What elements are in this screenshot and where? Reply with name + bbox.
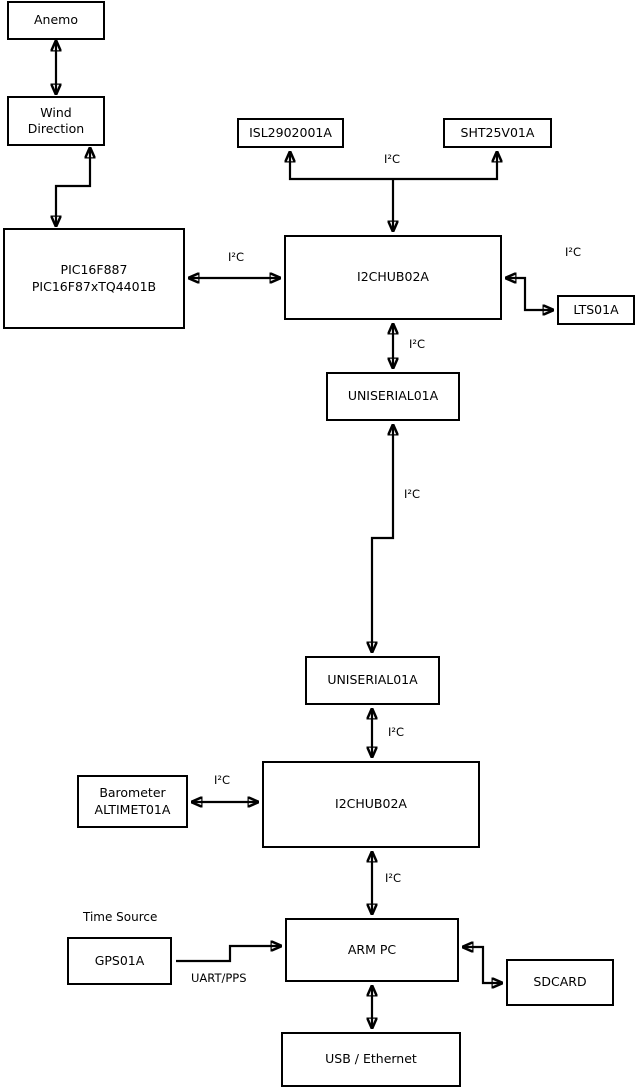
node-lts01a[interactable]: LTS01A — [557, 295, 635, 325]
node-uniserial01a-bottom[interactable]: UNISERIAL01A — [305, 656, 440, 705]
node-sdcard[interactable]: SDCARD — [506, 959, 614, 1006]
node-barometer-altimet01a[interactable]: Barometer ALTIMET01A — [77, 775, 188, 828]
node-pic-microcontroller[interactable]: PIC16F887 PIC16F87xTQ4401B — [3, 228, 185, 329]
node-anemo[interactable]: Anemo — [7, 1, 105, 40]
edge-label-gps-to-armpc: UART/PPS — [191, 971, 247, 985]
edge-label-pic-to-hub: I²C — [228, 250, 245, 264]
wire-uniserial-link — [372, 425, 393, 652]
edge-label-hub-to-lts: I²C — [565, 245, 582, 259]
node-wind-direction[interactable]: Wind Direction — [7, 96, 105, 146]
node-usb-ethernet[interactable]: USB / Ethernet — [281, 1032, 461, 1087]
edge-label-barometer-to-hub2: I²C — [214, 773, 231, 787]
edge-label-hub-to-sensors: I²C — [384, 152, 401, 166]
edge-label-hub-to-uniserial: I²C — [409, 337, 426, 351]
node-sht25v01a[interactable]: SHT25V01A — [443, 118, 552, 148]
node-gps01a[interactable]: GPS01A — [67, 937, 172, 985]
node-uniserial01a-top[interactable]: UNISERIAL01A — [326, 372, 460, 421]
node-isl2902001a[interactable]: ISL2902001A — [237, 118, 344, 148]
wire-armpc-sdcard — [463, 947, 502, 983]
edge-label-hub2-to-armpc: I²C — [385, 871, 402, 885]
wire-hubtop-lts — [506, 278, 553, 310]
edge-label-uniserial-link: I²C — [404, 487, 421, 501]
wire-gps-armpc — [176, 946, 281, 963]
node-arm-pc[interactable]: ARM PC — [285, 918, 459, 982]
wire-wind-pic — [56, 148, 90, 226]
node-i2chub02a-bottom[interactable]: I2CHUB02A — [262, 761, 480, 848]
node-i2chub02a-top[interactable]: I2CHUB02A — [284, 235, 502, 320]
edge-label-uniserial-to-hub2: I²C — [388, 725, 405, 739]
label-time-source: Time Source — [83, 910, 158, 924]
